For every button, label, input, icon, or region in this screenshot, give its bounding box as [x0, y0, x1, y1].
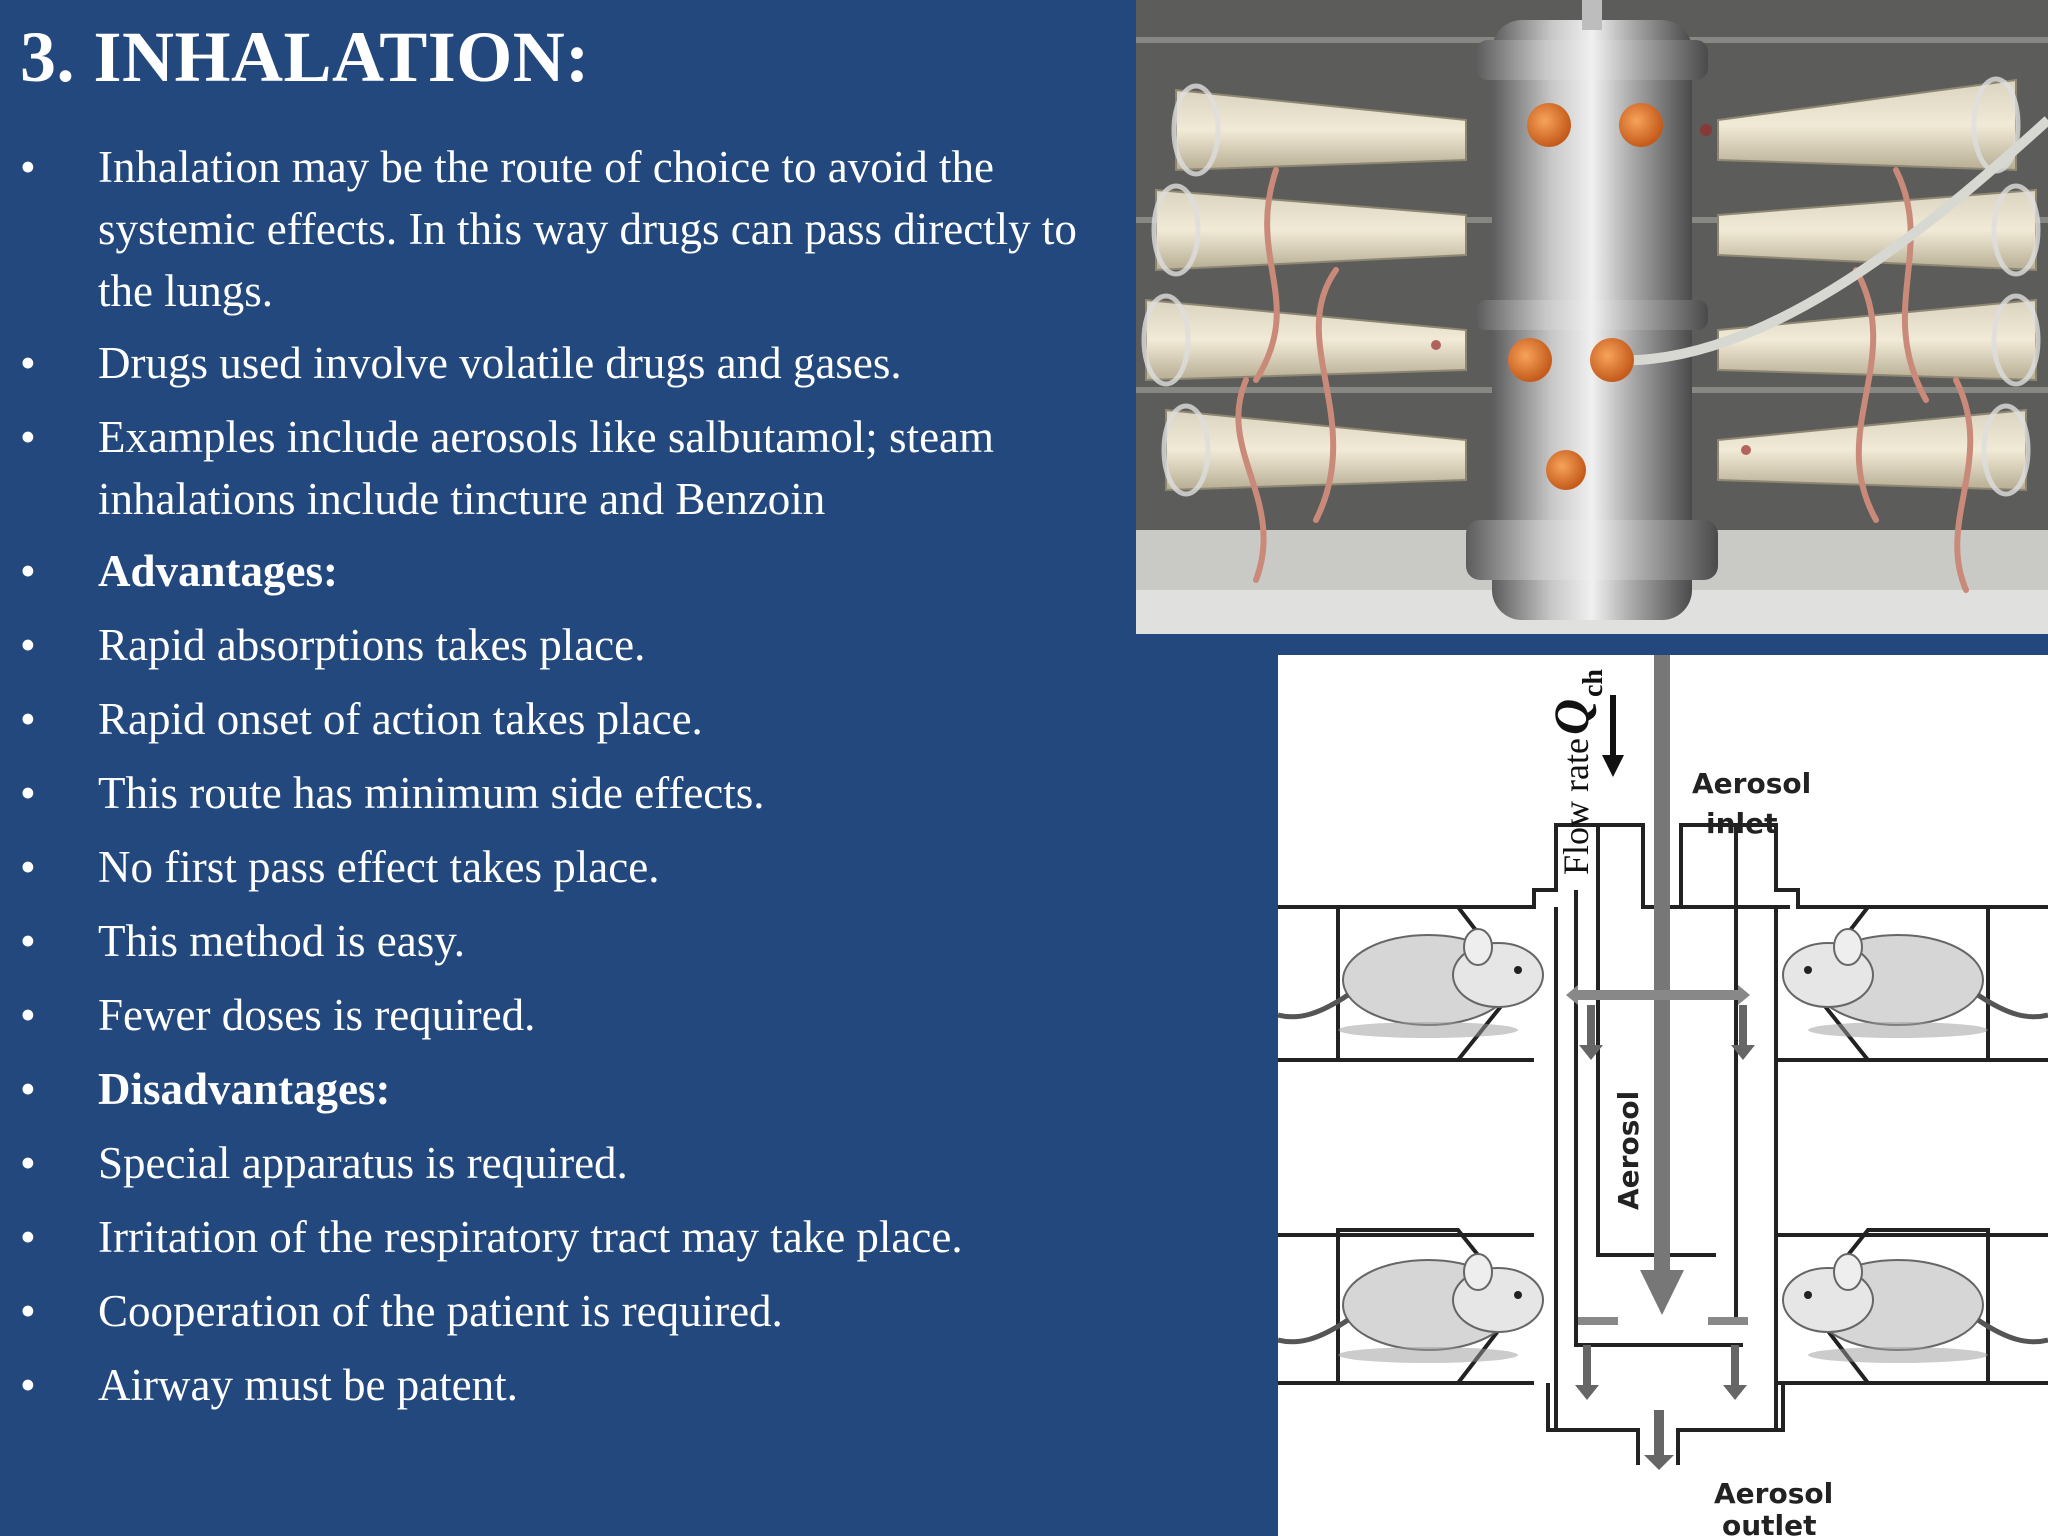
- bullet-icon: •: [20, 620, 36, 670]
- flow-symbol: Q: [1543, 699, 1599, 735]
- bullet-icon: •: [20, 546, 36, 596]
- bullet-icon: •: [20, 694, 36, 744]
- slide-title: 3. INHALATION:: [20, 17, 590, 97]
- bullet-icon: •: [20, 412, 36, 462]
- bullet-text: Rapid onset of action takes place.: [98, 694, 703, 744]
- bullet-text: Rapid absorptions takes place.: [98, 620, 646, 670]
- bullet-text: Advantages:: [98, 546, 339, 596]
- bullet-icon: •: [20, 1212, 36, 1262]
- bullet-icon: •: [20, 1138, 36, 1188]
- bullet-icon: •: [20, 338, 36, 388]
- bullet-text: Drugs used involve volatile drugs and ga…: [98, 338, 902, 388]
- inhalation-chamber-illustration: [1136, 0, 2048, 634]
- aerosol-outlet-label-line2: outlet: [1722, 1509, 1817, 1536]
- inhalation-chamber-photo: [1136, 0, 2048, 634]
- inhalation-chamber-diagram: Flow rate Q ch Aerosol inlet Aerosol Aer…: [1278, 655, 2048, 1536]
- bullet-icon: •: [20, 916, 36, 966]
- aerosol-center-label: Aerosol: [1612, 1091, 1645, 1210]
- bullet-text: This method is easy.: [98, 916, 466, 966]
- bullet-icon: •: [20, 1286, 36, 1336]
- aerosol-outlet-label: Aerosol: [1714, 1477, 1833, 1510]
- bullet-icon: •: [20, 1360, 36, 1410]
- bullet-text: This route has minimum side effects.: [98, 768, 765, 818]
- bullet-text: Inhalation may be the route of choice to…: [98, 142, 1077, 316]
- bullet-text: Disadvantages:: [98, 1064, 391, 1114]
- chamber-schematic: Flow rate Q ch Aerosol inlet Aerosol Aer…: [1278, 655, 2048, 1536]
- bullet-text: Fewer doses is required.: [98, 990, 536, 1040]
- aerosol-inlet-label: Aerosol: [1692, 767, 1811, 800]
- bullet-icon: •: [20, 990, 36, 1040]
- bullet-text: Irritation of the respiratory tract may …: [98, 1212, 963, 1262]
- flow-subscript: ch: [1578, 669, 1609, 697]
- bullet-text: Special apparatus is required.: [98, 1138, 628, 1188]
- bullet-icon: •: [20, 842, 36, 892]
- aerosol-inlet-label-line2: inlet: [1706, 807, 1778, 840]
- bullet-icon: •: [20, 142, 36, 192]
- bullet-text: Airway must be patent.: [98, 1360, 518, 1410]
- bullet-text: Examples include aerosols like salbutamo…: [98, 412, 995, 524]
- bullet-text: No first pass effect takes place.: [98, 842, 660, 892]
- bullet-icon: •: [20, 1064, 36, 1114]
- bullet-text: Cooperation of the patient is required.: [98, 1286, 783, 1336]
- flow-rate-label: Flow rate: [1556, 738, 1596, 875]
- bullet-icon: •: [20, 768, 36, 818]
- rat-illustrations: [1278, 928, 2048, 1363]
